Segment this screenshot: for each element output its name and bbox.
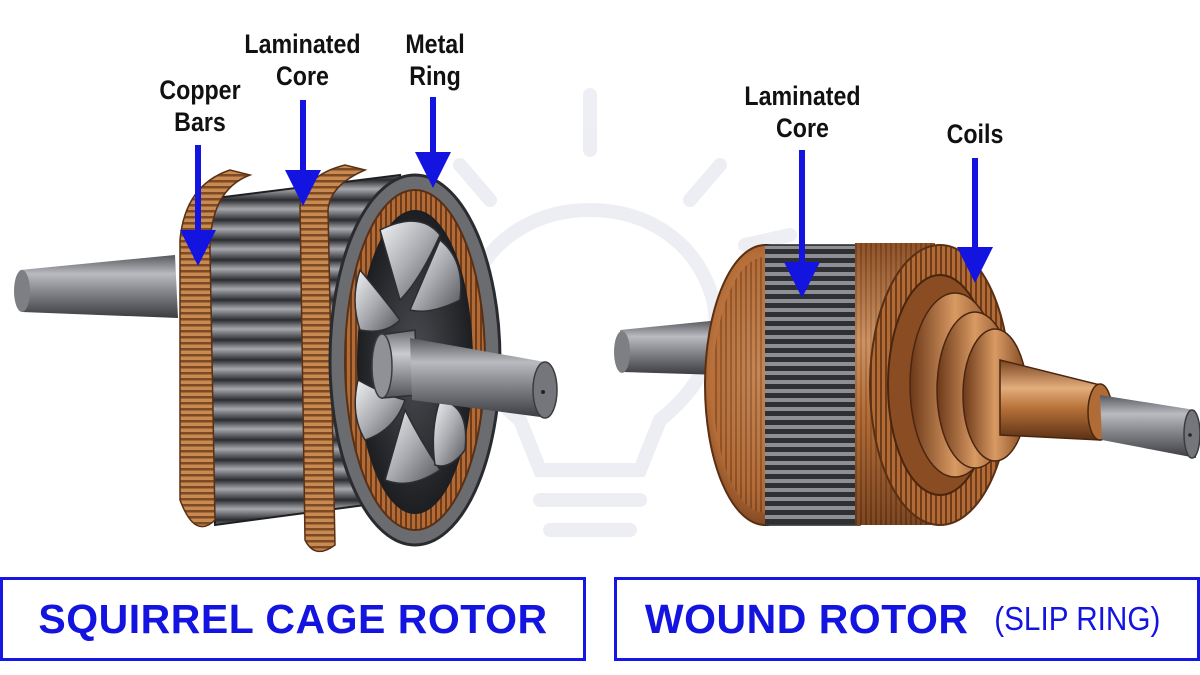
right-shaft bbox=[410, 338, 548, 418]
label-wound-laminated-core-line2: Core bbox=[776, 113, 829, 143]
wound-left-shaft bbox=[620, 320, 722, 375]
banner-squirrel-cage: SQUIRREL CAGE ROTOR bbox=[0, 577, 586, 661]
label-laminated-core: Laminated Core bbox=[236, 28, 369, 92]
label-coils: Coils bbox=[932, 118, 1018, 150]
wound-rotor bbox=[614, 243, 1200, 526]
label-coils-line1: Coils bbox=[946, 119, 1004, 149]
wound-rotor-subtitle: (SLIP RING) bbox=[993, 600, 1160, 637]
label-metal-ring: Metal Ring bbox=[392, 28, 478, 92]
banner-wound-rotor: WOUND ROTOR (SLIP RING) bbox=[614, 577, 1200, 661]
label-metal-ring-line2: Ring bbox=[409, 61, 461, 91]
squirrel-cage-title: SQUIRREL CAGE ROTOR bbox=[38, 595, 548, 642]
label-copper-bars: Copper Bars bbox=[148, 74, 251, 138]
label-wound-laminated-core: Laminated Core bbox=[736, 80, 869, 144]
wound-right-shaft bbox=[1100, 395, 1196, 458]
label-laminated-core-line2: Core bbox=[276, 61, 329, 91]
label-copper-bars-line2: Bars bbox=[174, 107, 226, 137]
wound-rotor-title: WOUND ROTOR bbox=[644, 595, 969, 642]
slip-rings bbox=[909, 292, 1113, 478]
label-wound-laminated-core-line1: Laminated bbox=[744, 81, 861, 111]
label-copper-bars-line1: Copper bbox=[159, 75, 241, 105]
left-shaft bbox=[20, 255, 178, 318]
label-metal-ring-line1: Metal bbox=[405, 29, 465, 59]
callout-arrows bbox=[180, 97, 993, 298]
label-laminated-core-line1: Laminated bbox=[244, 29, 361, 59]
squirrel-cage-rotor bbox=[14, 164, 558, 553]
cage-blades bbox=[354, 220, 467, 485]
wound-laminated-core bbox=[765, 245, 860, 525]
